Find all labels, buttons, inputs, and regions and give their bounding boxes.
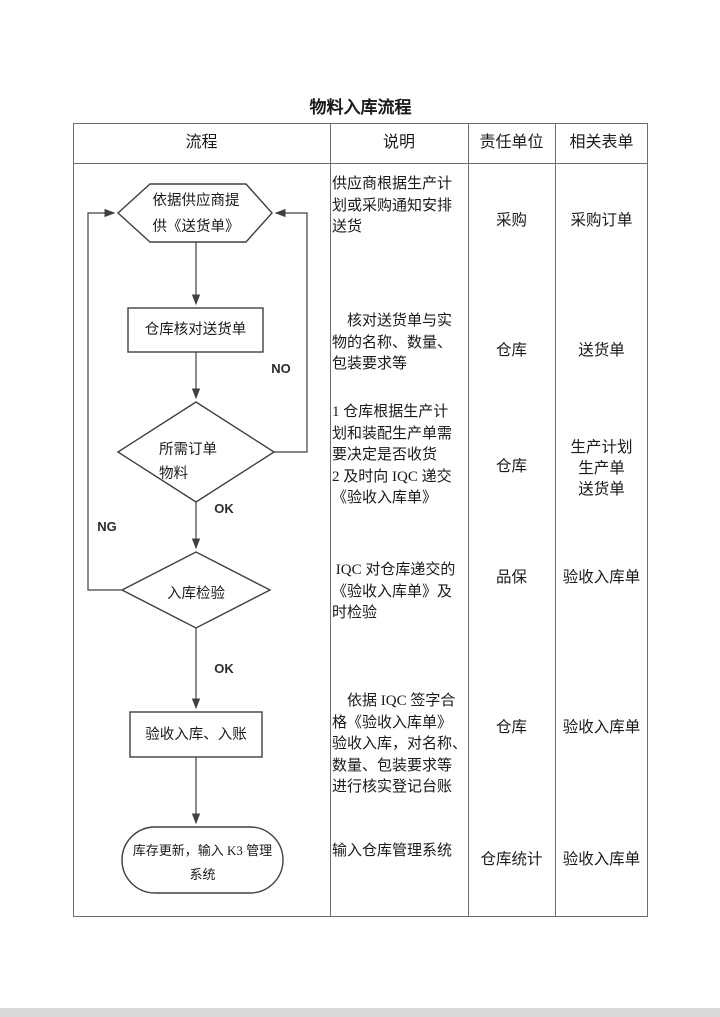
page-title: 物料入库流程 <box>309 98 412 117</box>
header-description: 说明 <box>382 134 415 151</box>
end-node-label: 库存更新，输入 K3 管理 系统 <box>132 843 273 882</box>
column-divider-3 <box>555 123 556 917</box>
header-process: 流程 <box>185 134 218 151</box>
desc-row-3: 1 仓库根据生产计 划和装配生产单需 要决定是否收货 2 及时向 IQC 递交 … <box>332 404 453 506</box>
forms-row-1: 采购订单 <box>570 212 633 229</box>
desc-row-6: 输入仓库管理系统 <box>332 843 453 859</box>
desc-row-5: 依据 IQC 签字合 格《验收入库单》 验收入库，对名称、 数量、包装要求等 进… <box>332 693 468 795</box>
unit-row-6: 仓库统计 <box>480 851 543 868</box>
ok-branch-label-2: OK <box>214 661 234 676</box>
page-bottom-edge <box>0 1008 720 1017</box>
inspect-decision-label: 入库检验 <box>167 586 225 602</box>
forms-row-2: 送货单 <box>578 342 625 359</box>
ng-branch-label: NG <box>97 519 117 534</box>
unit-row-4: 品保 <box>495 569 527 586</box>
forms-row-6: 验收入库单 <box>562 851 641 868</box>
desc-row-1: 供应商根据生产计 划或采购通知安排 送货 <box>332 176 453 235</box>
unit-row-5: 仓库 <box>495 719 527 736</box>
order-decision-label: 所需订单 物料 <box>159 442 217 482</box>
unit-row-2: 仓库 <box>495 342 527 359</box>
table-border <box>73 123 648 917</box>
column-divider-1 <box>330 123 331 917</box>
header-unit: 责任单位 <box>479 134 544 151</box>
header-divider <box>73 163 648 164</box>
start-node-label: 依据供应商提 供《送货单》 <box>152 193 240 235</box>
desc-row-2: 核对送货单与实 物的名称、数量、 包装要求等 <box>332 313 453 372</box>
column-divider-2 <box>468 123 469 917</box>
ok-branch-label-1: OK <box>214 501 234 516</box>
desc-row-4: IQC 对仓库递交的 《验收入库单》及 时检验 <box>332 562 456 621</box>
receive-label: 验收入库、入账 <box>145 726 247 743</box>
unit-row-3: 仓库 <box>495 458 527 475</box>
forms-row-3: 生产计划 生产单 送货单 <box>570 439 633 498</box>
unit-row-1: 采购 <box>495 212 527 229</box>
forms-row-5: 验收入库单 <box>562 719 641 736</box>
forms-row-4: 验收入库单 <box>562 569 641 586</box>
check-delivery-label: 仓库核对送货单 <box>144 322 247 338</box>
header-forms: 相关表单 <box>569 134 634 151</box>
no-branch-label: NO <box>271 361 291 376</box>
